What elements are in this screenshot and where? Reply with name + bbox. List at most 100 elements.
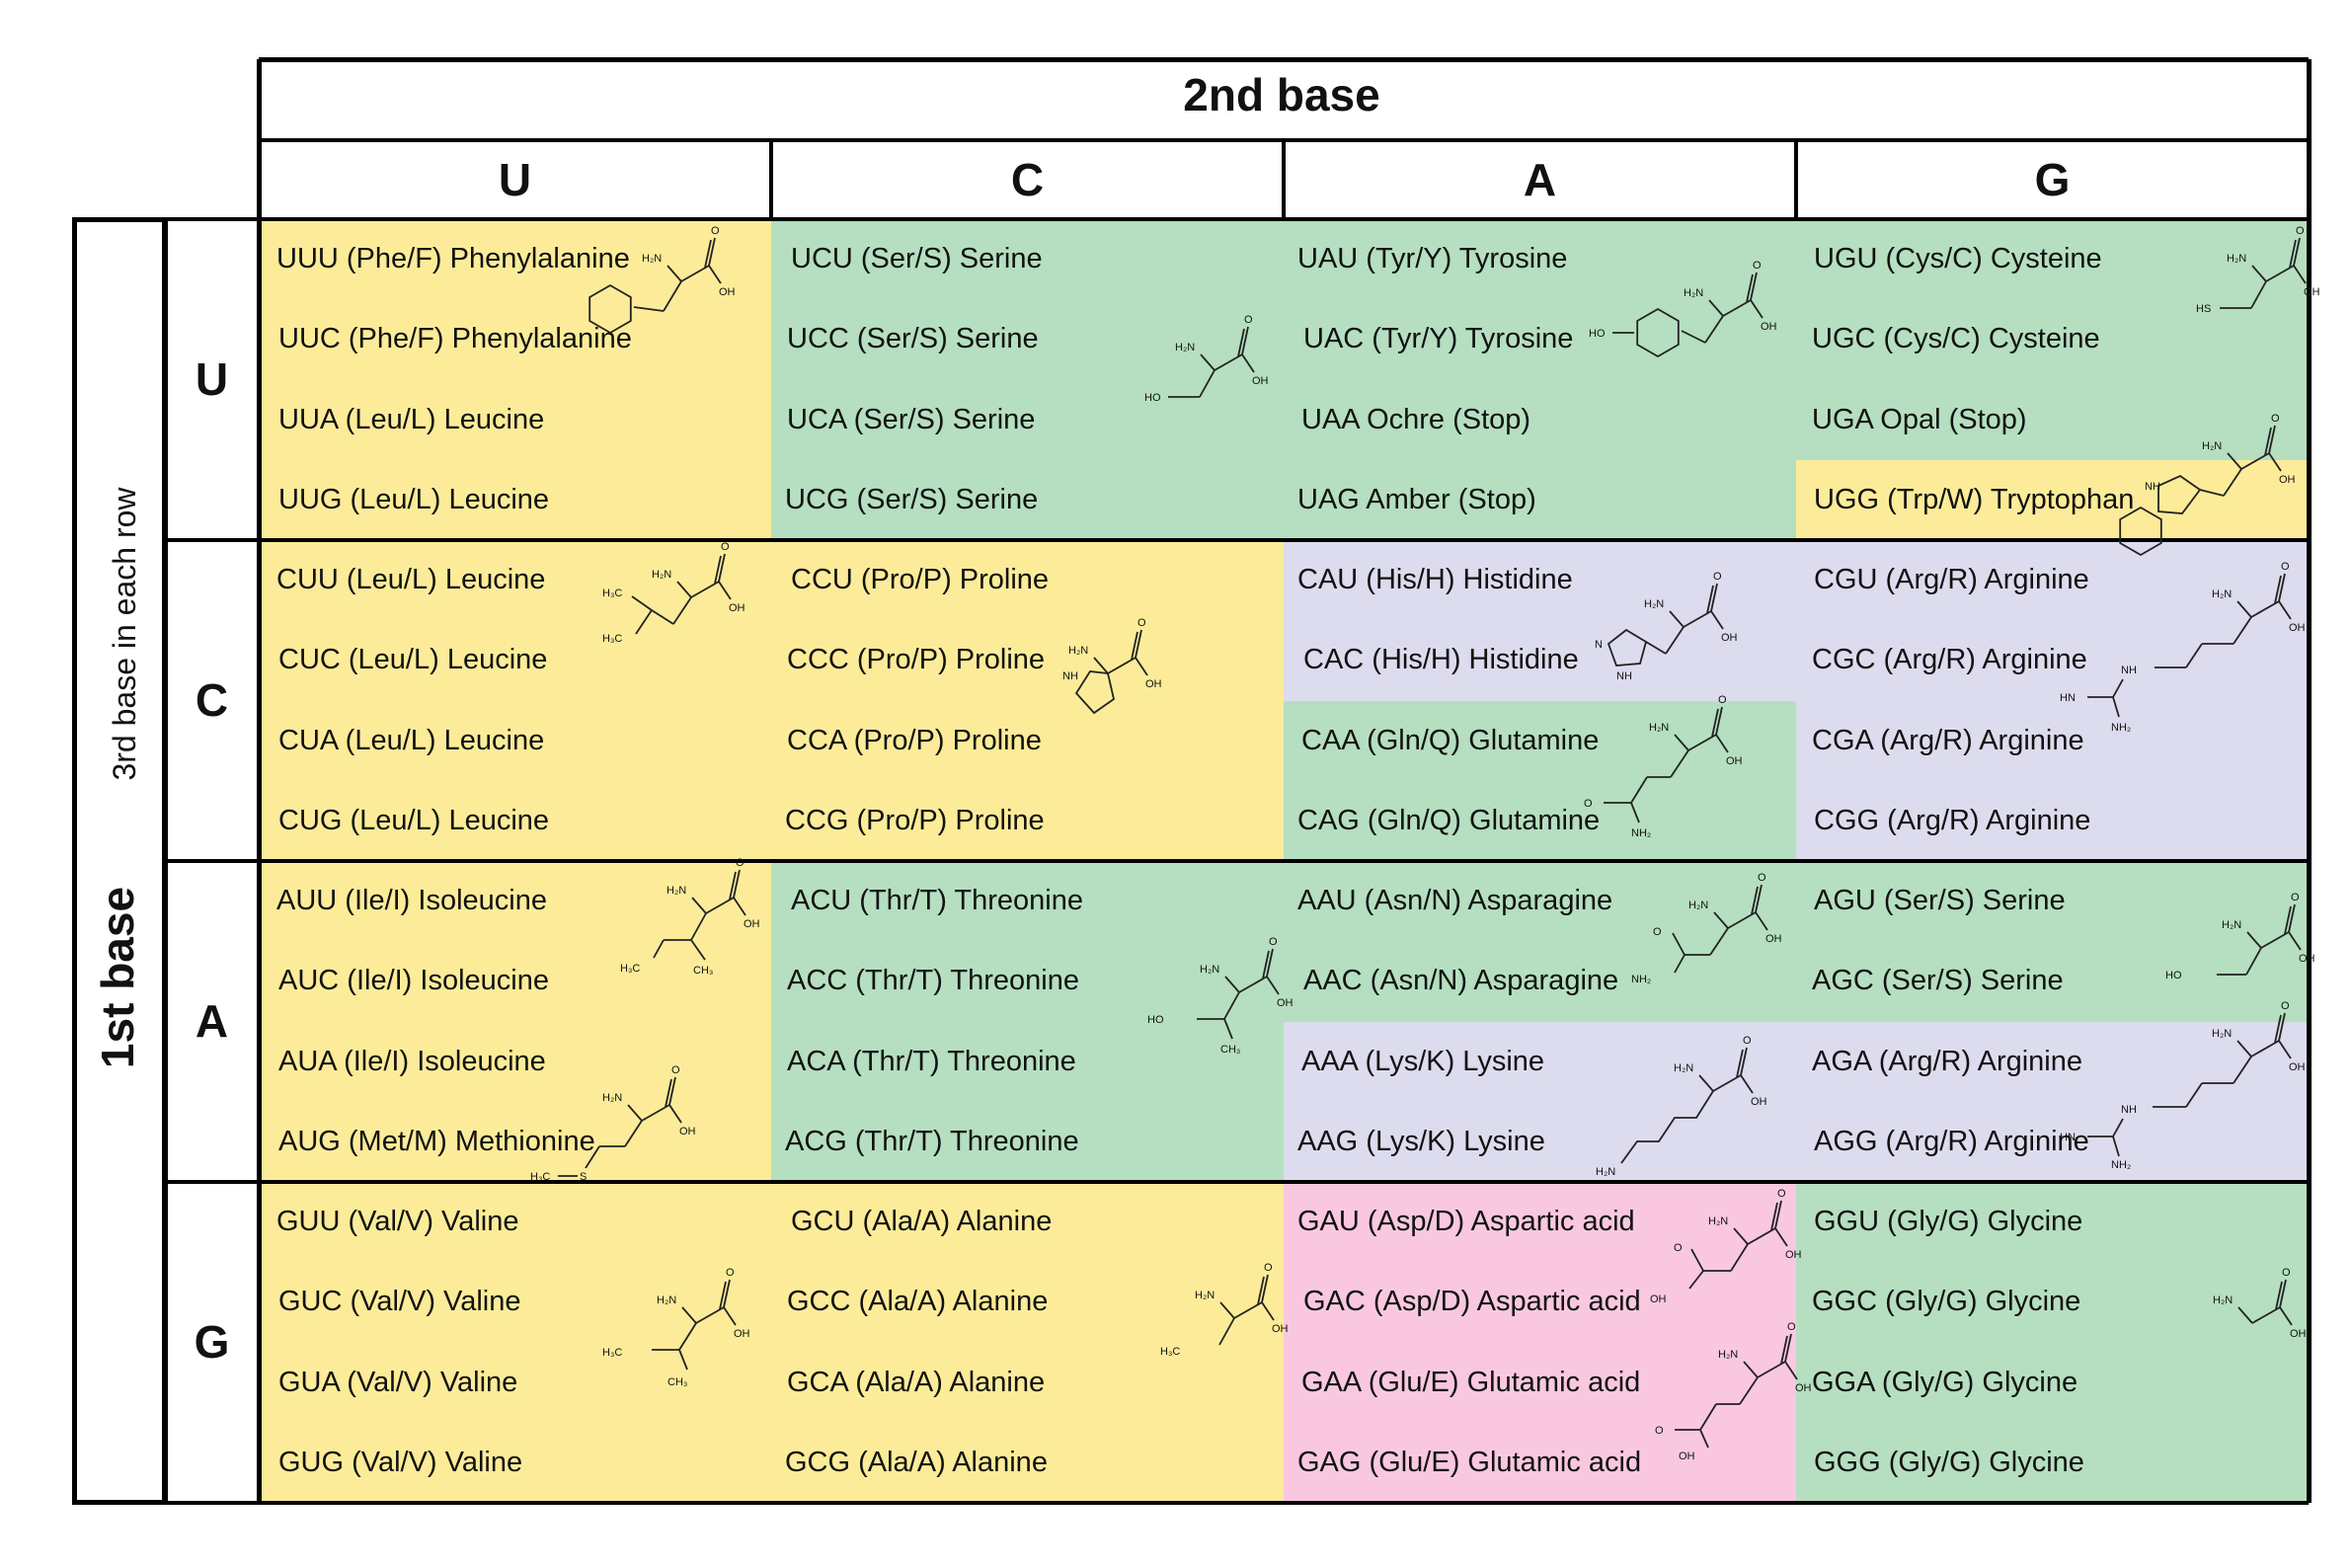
codon-label: CCG (Pro/P) Proline [785,804,1045,836]
second-base-title: 2nd base [1183,69,1380,120]
codon-label: UAU (Tyr/Y) Tyrosine [1297,243,1568,274]
codon-label: GUG (Val/V) Valine [278,1446,523,1478]
first-base-outer-box [72,217,167,1505]
svg-text:HO: HO [1144,392,1161,404]
codon-cell-bg [1284,780,1797,862]
svg-text:H₂N: H₂N [1644,598,1664,610]
codon-label: UGC (Cys/C) Cysteine [1812,323,2100,355]
codon-label: AAA (Lys/K) Lysine [1301,1045,1545,1077]
codon-label: CGC (Arg/R) Arginine [1812,644,2087,676]
codon-cell-bg [1284,1101,1797,1183]
codon-cell-bg [1796,1422,2310,1504]
svg-text:O: O [1244,314,1253,326]
codon-label: UCG (Ser/S) Serine [785,483,1039,515]
codon-cell-bg [1796,379,2310,461]
codon-cell-bg [771,1422,1285,1504]
svg-text:O: O [1655,1425,1664,1437]
codon-cell-bg [771,1262,1285,1344]
codon-label: GCA (Ala/A) Alanine [787,1366,1046,1398]
codon-label: AGU (Ser/S) Serine [1814,885,2066,916]
svg-text:HO: HO [1147,1014,1164,1026]
svg-text:H₂N: H₂N [1718,1349,1738,1361]
codon-label: AUG (Met/M) Methionine [278,1125,595,1157]
svg-text:H₂N: H₂N [2227,253,2246,265]
svg-text:H₃C: H₃C [602,633,622,645]
codon-label: CCC (Pro/P) Proline [787,644,1046,676]
svg-text:OH: OH [729,602,745,614]
svg-text:O: O [1758,872,1766,884]
svg-text:H₂N: H₂N [1674,1062,1693,1074]
svg-text:S: S [580,1171,587,1183]
svg-text:OH: OH [1795,1382,1812,1394]
codon-label: UCA (Ser/S) Serine [787,403,1036,435]
codon-cell-bg [771,780,1285,862]
codon-label: AUC (Ile/I) Isoleucine [278,965,549,997]
codon-label: UUC (Phe/F) Phenylalanine [278,323,632,355]
codon-cell-bg [1796,941,2310,1023]
svg-text:CH₃: CH₃ [667,1376,687,1388]
codon-label: UAC (Tyr/Y) Tyrosine [1303,323,1574,355]
header-col-divider [1282,140,1286,219]
codon-label: CUC (Leu/L) Leucine [278,644,548,676]
codon-cell-bg [1796,1101,2310,1183]
svg-text:HN: HN [2060,1132,2076,1143]
grid-left-border [256,59,262,1503]
svg-text:OH: OH [1679,1450,1695,1462]
svg-text:O: O [2291,892,2300,903]
codon-label: GAG (Glu/E) Glutamic acid [1297,1446,1642,1478]
svg-text:NH₂: NH₂ [1631,827,1651,839]
second-base-a: A [1523,154,1557,205]
svg-text:H₃C: H₃C [602,1347,622,1359]
svg-text:O: O [736,857,745,869]
svg-text:HO: HO [2165,970,2182,981]
svg-text:OH: OH [1761,321,1777,333]
codon-cell-bg [771,379,1285,461]
codon-label: CCA (Pro/P) Proline [787,724,1042,756]
codon-label: GCG (Ala/A) Alanine [785,1446,1048,1478]
svg-text:HS: HS [2196,303,2211,315]
codon-cell-bg [1796,459,2310,541]
svg-text:CH₃: CH₃ [1220,1044,1240,1056]
svg-text:OH: OH [1252,375,1269,387]
svg-text:O: O [2281,561,2290,573]
svg-text:O: O [1137,617,1146,629]
svg-text:H₂N: H₂N [666,885,686,897]
svg-text:HO: HO [1589,328,1606,340]
svg-text:OH: OH [2290,1328,2307,1340]
svg-text:O: O [1777,1188,1786,1200]
codon-label: AUU (Ile/I) Isoleucine [276,885,547,916]
codon-cell-bg [259,299,772,381]
codon-cell-bg [771,1021,1285,1103]
svg-text:OH: OH [744,918,760,930]
svg-text:H₃C: H₃C [530,1171,550,1183]
codon-label: GCU (Ala/A) Alanine [791,1206,1053,1237]
svg-text:O: O [2281,1000,2290,1012]
svg-text:NH₂: NH₂ [1631,974,1651,985]
svg-text:OH: OH [1277,997,1294,1009]
codon-cell-bg [259,861,772,943]
codon-label: GAU (Asp/D) Aspartic acid [1297,1206,1635,1237]
codon-cell-bg [259,1021,772,1103]
codon-cell-bg [1284,861,1797,943]
codon-label: AGC (Ser/S) Serine [1812,965,2064,997]
codon-label: CAG (Gln/Q) Glutamine [1297,804,1601,836]
codon-cell-bg [259,1342,772,1424]
codon-cell-bg [1284,459,1797,541]
svg-text:O: O [1718,694,1727,706]
codon-label: GGA (Gly/G) Glycine [1812,1366,2078,1398]
first-base-a: A [195,995,229,1047]
codon-cell-bg [771,459,1285,541]
codon-label: GCC (Ala/A) Alanine [787,1286,1049,1318]
codon-label: UUU (Phe/F) Phenylalanine [276,243,630,274]
codon-label: CUG (Leu/L) Leucine [278,804,550,836]
codon-cell-bg [1796,700,2310,782]
